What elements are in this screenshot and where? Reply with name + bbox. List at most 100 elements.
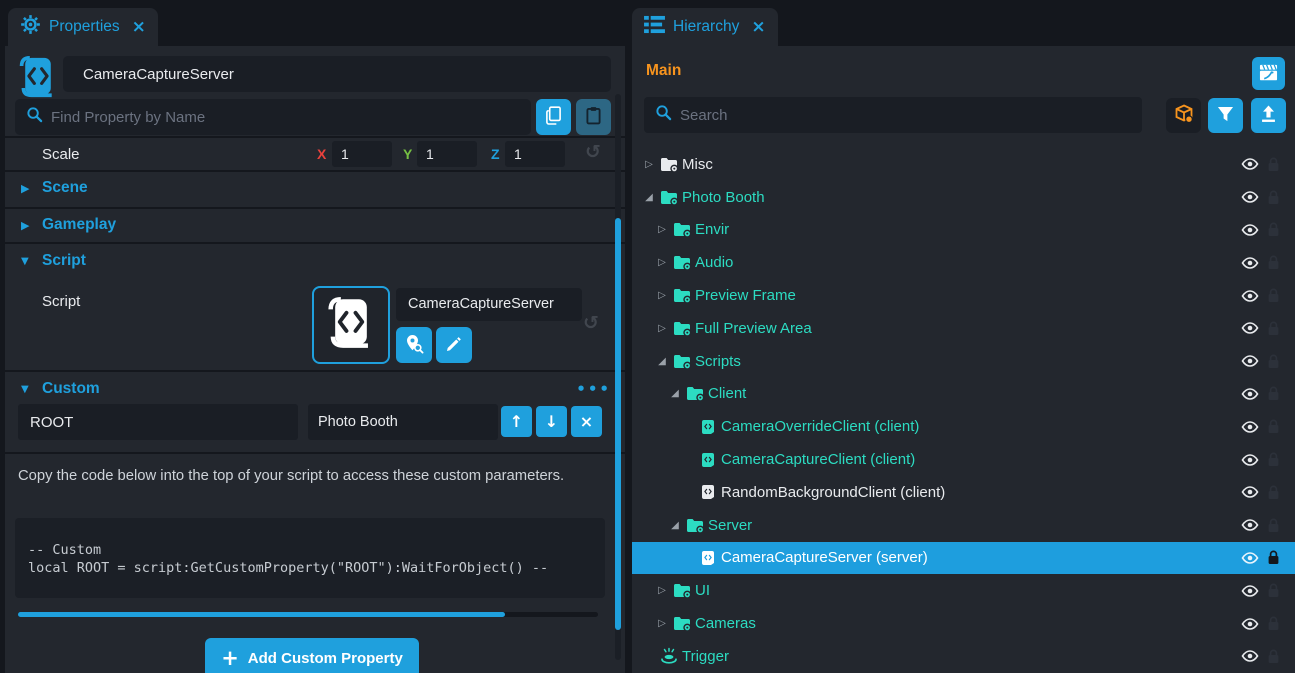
tree-row[interactable]: Trigger <box>632 640 1295 673</box>
custom-param-name-input[interactable] <box>18 404 298 440</box>
filter-button[interactable] <box>1208 98 1243 133</box>
lock-icon[interactable] <box>1267 222 1281 237</box>
vertical-scrollbar-thumb[interactable] <box>615 218 621 630</box>
copy-properties-button[interactable] <box>536 99 571 135</box>
lock-icon[interactable] <box>1267 485 1281 500</box>
scale-x-input[interactable] <box>332 141 392 167</box>
lock-icon[interactable] <box>1267 583 1281 598</box>
add-custom-property-button[interactable]: + Add Custom Property <box>205 638 419 673</box>
visibility-eye-icon[interactable] <box>1241 486 1259 499</box>
lock-icon[interactable] <box>1267 550 1281 565</box>
expand-arrow-icon[interactable]: ▷ <box>658 257 666 269</box>
section-custom[interactable]: ▼ Custom ••• <box>21 380 611 398</box>
visibility-eye-icon[interactable] <box>1241 650 1259 663</box>
lock-icon[interactable] <box>1267 157 1281 172</box>
expand-arrow-icon[interactable]: ▷ <box>658 618 666 630</box>
visibility-eye-icon[interactable] <box>1241 256 1259 269</box>
edit-script-button[interactable] <box>436 327 472 363</box>
lock-icon[interactable] <box>1267 419 1281 434</box>
lock-icon[interactable] <box>1267 354 1281 369</box>
scale-y-input[interactable] <box>417 141 477 167</box>
lock-icon[interactable] <box>1267 288 1281 303</box>
tree-row[interactable]: ◢Client <box>632 378 1295 411</box>
tab-hierarchy[interactable]: Hierarchy × <box>632 8 778 46</box>
scene-settings-button[interactable] <box>1252 57 1285 90</box>
expand-arrow-icon[interactable]: ◢ <box>658 355 666 367</box>
expand-arrow-icon[interactable]: ▷ <box>645 158 653 170</box>
tree-row[interactable]: ◢Scripts <box>632 345 1295 378</box>
lock-icon[interactable] <box>1267 190 1281 205</box>
expand-arrow-icon[interactable]: ▷ <box>658 290 666 302</box>
tree-row[interactable]: ◢Server <box>632 509 1295 542</box>
folder-icon <box>669 616 695 632</box>
expand-arrow-icon[interactable]: ▷ <box>658 585 666 597</box>
close-icon[interactable]: × <box>751 17 766 37</box>
tree-row[interactable]: ▷Audio <box>632 246 1295 279</box>
lock-icon[interactable] <box>1267 649 1281 664</box>
lock-icon[interactable] <box>1267 616 1281 631</box>
visibility-eye-icon[interactable] <box>1241 191 1259 203</box>
funnel-icon <box>1217 106 1234 126</box>
section-scene[interactable]: ▶ Scene <box>21 179 88 196</box>
tree-item-label: Cameras <box>695 615 756 633</box>
reset-icon[interactable]: ↺ <box>583 312 599 334</box>
scale-z-input[interactable] <box>505 141 565 167</box>
expand-arrow-icon[interactable]: ▷ <box>658 224 666 236</box>
paste-properties-button[interactable] <box>576 99 611 135</box>
custom-param-value-input[interactable] <box>308 404 498 440</box>
tree-item-label: Preview Frame <box>695 287 796 305</box>
tab-properties[interactable]: Properties × <box>8 8 158 46</box>
tree-row[interactable]: ▷ Cameras <box>632 607 1295 640</box>
more-options-icon[interactable]: ••• <box>576 380 611 398</box>
folder-icon <box>669 354 695 369</box>
visibility-eye-icon[interactable] <box>1241 617 1259 630</box>
visibility-eye-icon[interactable] <box>1241 289 1259 302</box>
find-in-hierarchy-button[interactable] <box>396 327 432 363</box>
move-down-button[interactable]: ↓ <box>536 406 567 437</box>
tree-row[interactable]: ▷UI <box>632 574 1295 607</box>
move-up-button[interactable]: ↑ <box>501 406 532 437</box>
export-button[interactable] <box>1251 98 1286 133</box>
tree-row[interactable]: CameraOverrideClient (client) <box>632 410 1295 443</box>
reset-icon[interactable]: ↺ <box>585 141 601 163</box>
lock-icon[interactable] <box>1267 321 1281 336</box>
expand-arrow-icon[interactable]: ◢ <box>671 388 679 400</box>
visibility-eye-icon[interactable] <box>1241 584 1259 597</box>
remove-param-button[interactable]: × <box>571 406 602 437</box>
hierarchy-search-input[interactable] <box>680 106 1142 124</box>
expand-arrow-icon[interactable]: ▷ <box>658 322 666 334</box>
tree-row[interactable]: CameraCaptureServer (server) <box>632 541 1295 575</box>
expand-arrow-icon[interactable]: ◢ <box>645 191 653 203</box>
script-scroll-icon <box>328 296 374 354</box>
tree-row[interactable]: RandomBackgroundClient (client) <box>632 476 1295 509</box>
visibility-eye-icon[interactable] <box>1241 224 1259 236</box>
templates-button[interactable] <box>1166 98 1201 133</box>
visibility-eye-icon[interactable] <box>1241 388 1259 400</box>
visibility-eye-icon[interactable] <box>1241 552 1259 564</box>
tree-row[interactable]: ▷Envir <box>632 214 1295 247</box>
visibility-eye-icon[interactable] <box>1241 420 1259 433</box>
tree-row[interactable]: ▷Full Preview Area <box>632 312 1295 345</box>
object-name-input[interactable] <box>63 56 611 92</box>
close-icon[interactable]: × <box>131 17 146 37</box>
section-gameplay[interactable]: ▶ Gameplay <box>21 216 117 233</box>
visibility-eye-icon[interactable] <box>1241 322 1259 335</box>
tree-row[interactable]: CameraCaptureClient (client) <box>632 443 1295 476</box>
visibility-eye-icon[interactable] <box>1241 453 1259 466</box>
tree-row[interactable]: ▷ Preview Frame <box>632 279 1295 312</box>
tree-row[interactable]: ▷Misc <box>632 148 1295 181</box>
tree-row[interactable]: ◢Photo Booth <box>632 181 1295 214</box>
lock-icon[interactable] <box>1267 452 1281 467</box>
lock-icon[interactable] <box>1267 386 1281 401</box>
lock-icon[interactable] <box>1267 518 1281 533</box>
lock-icon[interactable] <box>1267 255 1281 270</box>
script-asset-thumbnail[interactable] <box>312 286 390 364</box>
visibility-eye-icon[interactable] <box>1241 158 1259 171</box>
visibility-eye-icon[interactable] <box>1241 355 1259 367</box>
horizontal-scrollbar[interactable] <box>18 612 598 617</box>
section-script[interactable]: ▼ Script <box>21 252 86 269</box>
expand-arrow-icon[interactable]: ◢ <box>671 519 679 531</box>
horizontal-scrollbar-thumb[interactable] <box>18 612 505 617</box>
find-property-input[interactable] <box>51 108 531 126</box>
visibility-eye-icon[interactable] <box>1241 519 1259 531</box>
